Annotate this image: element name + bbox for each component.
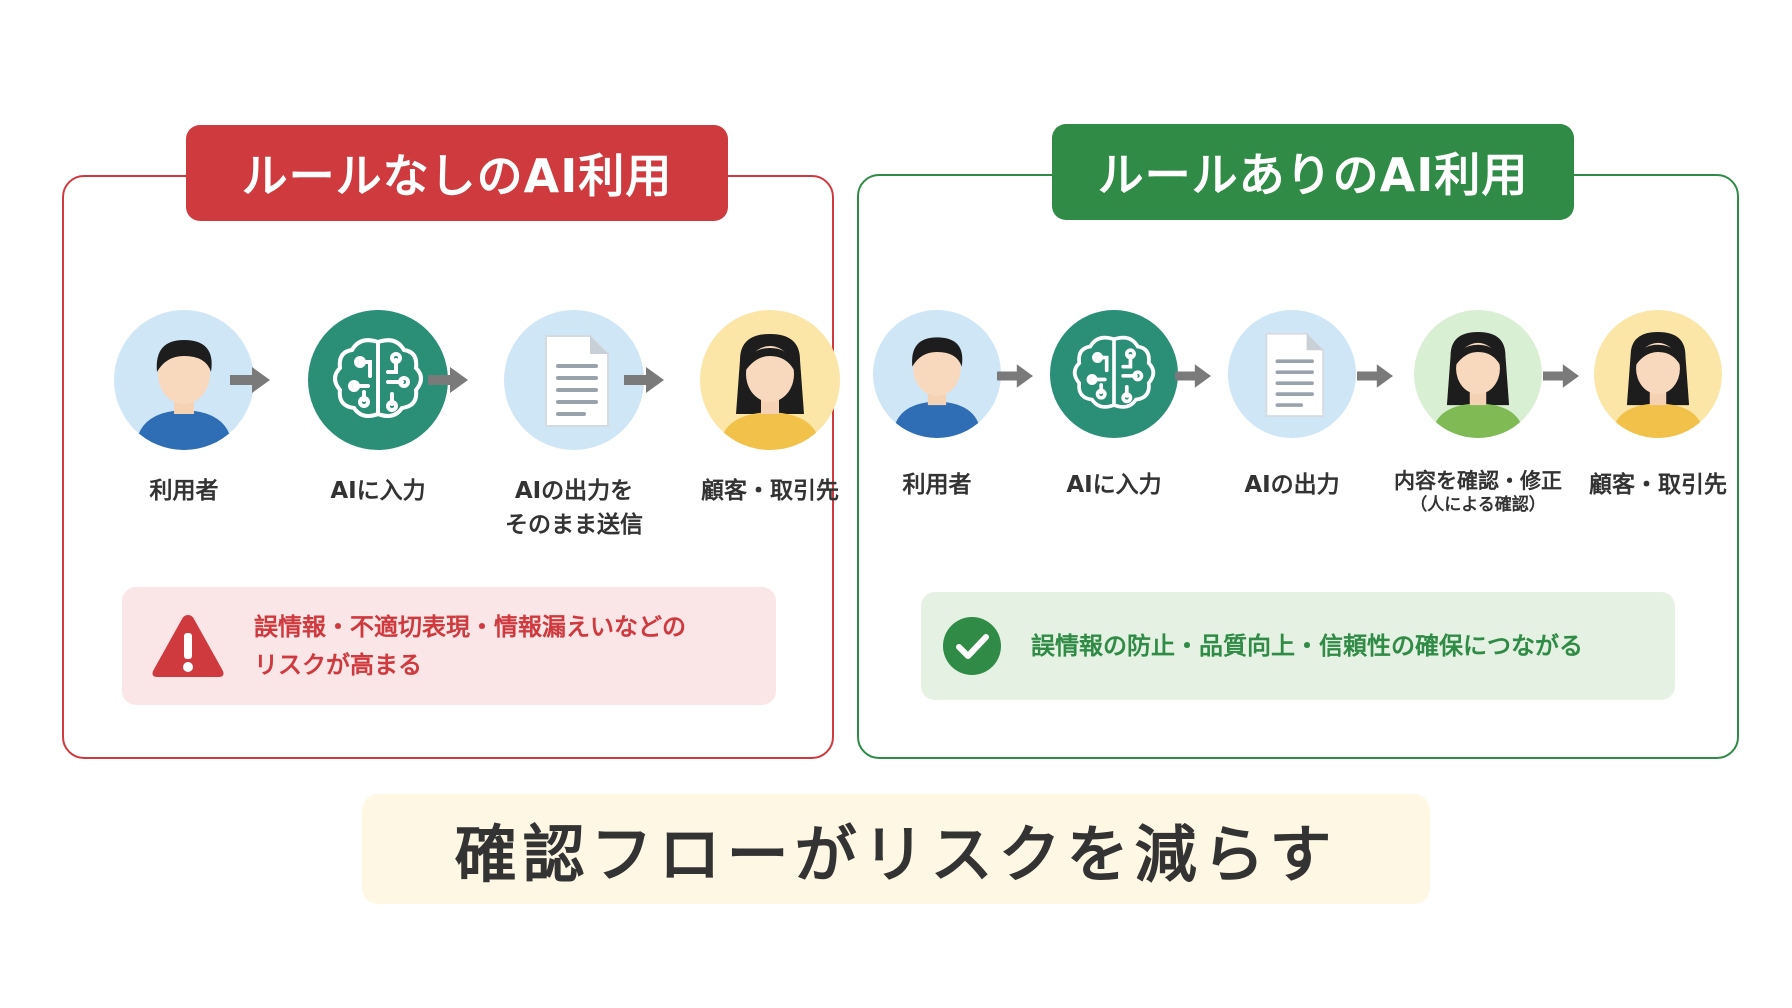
left-step-ai-output-label-line1: AIの出力を: [514, 478, 634, 504]
arrow-icon: [1357, 362, 1393, 392]
right-step-review-sublabel: （人による確認）: [1410, 495, 1546, 515]
risk-callout-line2: リスクが高まる: [254, 651, 422, 679]
right-step-user: 利用者: [837, 310, 1037, 502]
female-customer-icon: [700, 310, 840, 450]
risk-callout-line1: 誤情報・不適切表現・情報漏えいなどの: [254, 613, 686, 641]
summary-banner: 確認フローがリスクを減らす: [362, 794, 1430, 904]
summary-banner-text: 確認フローがリスクを減らす: [454, 818, 1338, 891]
check-icon: [943, 617, 1001, 675]
right-step-ai-output: AIの出力: [1192, 310, 1392, 502]
left-step-ai-output: AIの出力を そのまま送信: [474, 310, 674, 542]
left-step-user: 利用者: [84, 310, 284, 508]
right-step-ai-input: AIに入力: [1014, 310, 1214, 502]
right-step-customer: 顧客・取引先: [1558, 310, 1758, 502]
risk-callout-text: 誤情報・不適切表現・情報漏えいなどの リスクが高まる: [254, 608, 686, 684]
ai-brain-icon: [1050, 310, 1178, 438]
right-step-ai-output-label: AIの出力: [1244, 472, 1340, 498]
risk-callout: 誤情報・不適切表現・情報漏えいなどの リスクが高まる: [122, 587, 776, 705]
arrow-icon: [230, 365, 270, 395]
left-panel-title: ルールなしのAI利用: [186, 125, 728, 221]
right-step-ai-input-label: AIに入力: [1066, 472, 1162, 498]
left-step-customer-label: 顧客・取引先: [701, 478, 839, 504]
right-step-customer-label: 顧客・取引先: [1589, 472, 1727, 498]
arrow-icon: [1543, 362, 1579, 392]
arrow-icon: [428, 365, 468, 395]
arrow-icon: [624, 365, 664, 395]
left-step-user-label: 利用者: [149, 478, 219, 504]
right-step-review: 内容を確認・修正 （人による確認）: [1378, 310, 1578, 516]
left-step-ai-input: AIに入力: [278, 310, 478, 508]
left-step-ai-output-label: AIの出力を そのまま送信: [474, 474, 674, 542]
benefit-callout-text: 誤情報の防止・品質向上・信頼性の確保につながる: [1031, 632, 1583, 660]
arrow-icon: [1175, 362, 1211, 392]
benefit-callout: 誤情報の防止・品質向上・信頼性の確保につながる: [921, 592, 1675, 700]
ai-brain-icon: [308, 310, 448, 450]
right-step-user-label: 利用者: [902, 472, 972, 498]
right-step-review-label: 内容を確認・修正: [1394, 469, 1562, 493]
arrow-icon: [997, 362, 1033, 392]
male-user-icon: [873, 310, 1001, 438]
right-panel-title: ルールありのAI利用: [1052, 124, 1574, 220]
warning-icon: [150, 611, 226, 681]
document-icon: [1228, 310, 1356, 438]
left-panel: ルールなしのAI利用 利用者: [62, 125, 840, 759]
right-panel: ルールありのAI利用 利用者: [857, 124, 1739, 759]
left-step-ai-input-label: AIに入力: [330, 478, 426, 504]
left-step-ai-output-label-line2: そのまま送信: [505, 512, 643, 538]
left-step-customer: 顧客・取引先: [670, 310, 870, 508]
document-icon: [504, 310, 644, 450]
female-customer-icon: [1594, 310, 1722, 438]
female-reviewer-icon: [1414, 310, 1542, 438]
